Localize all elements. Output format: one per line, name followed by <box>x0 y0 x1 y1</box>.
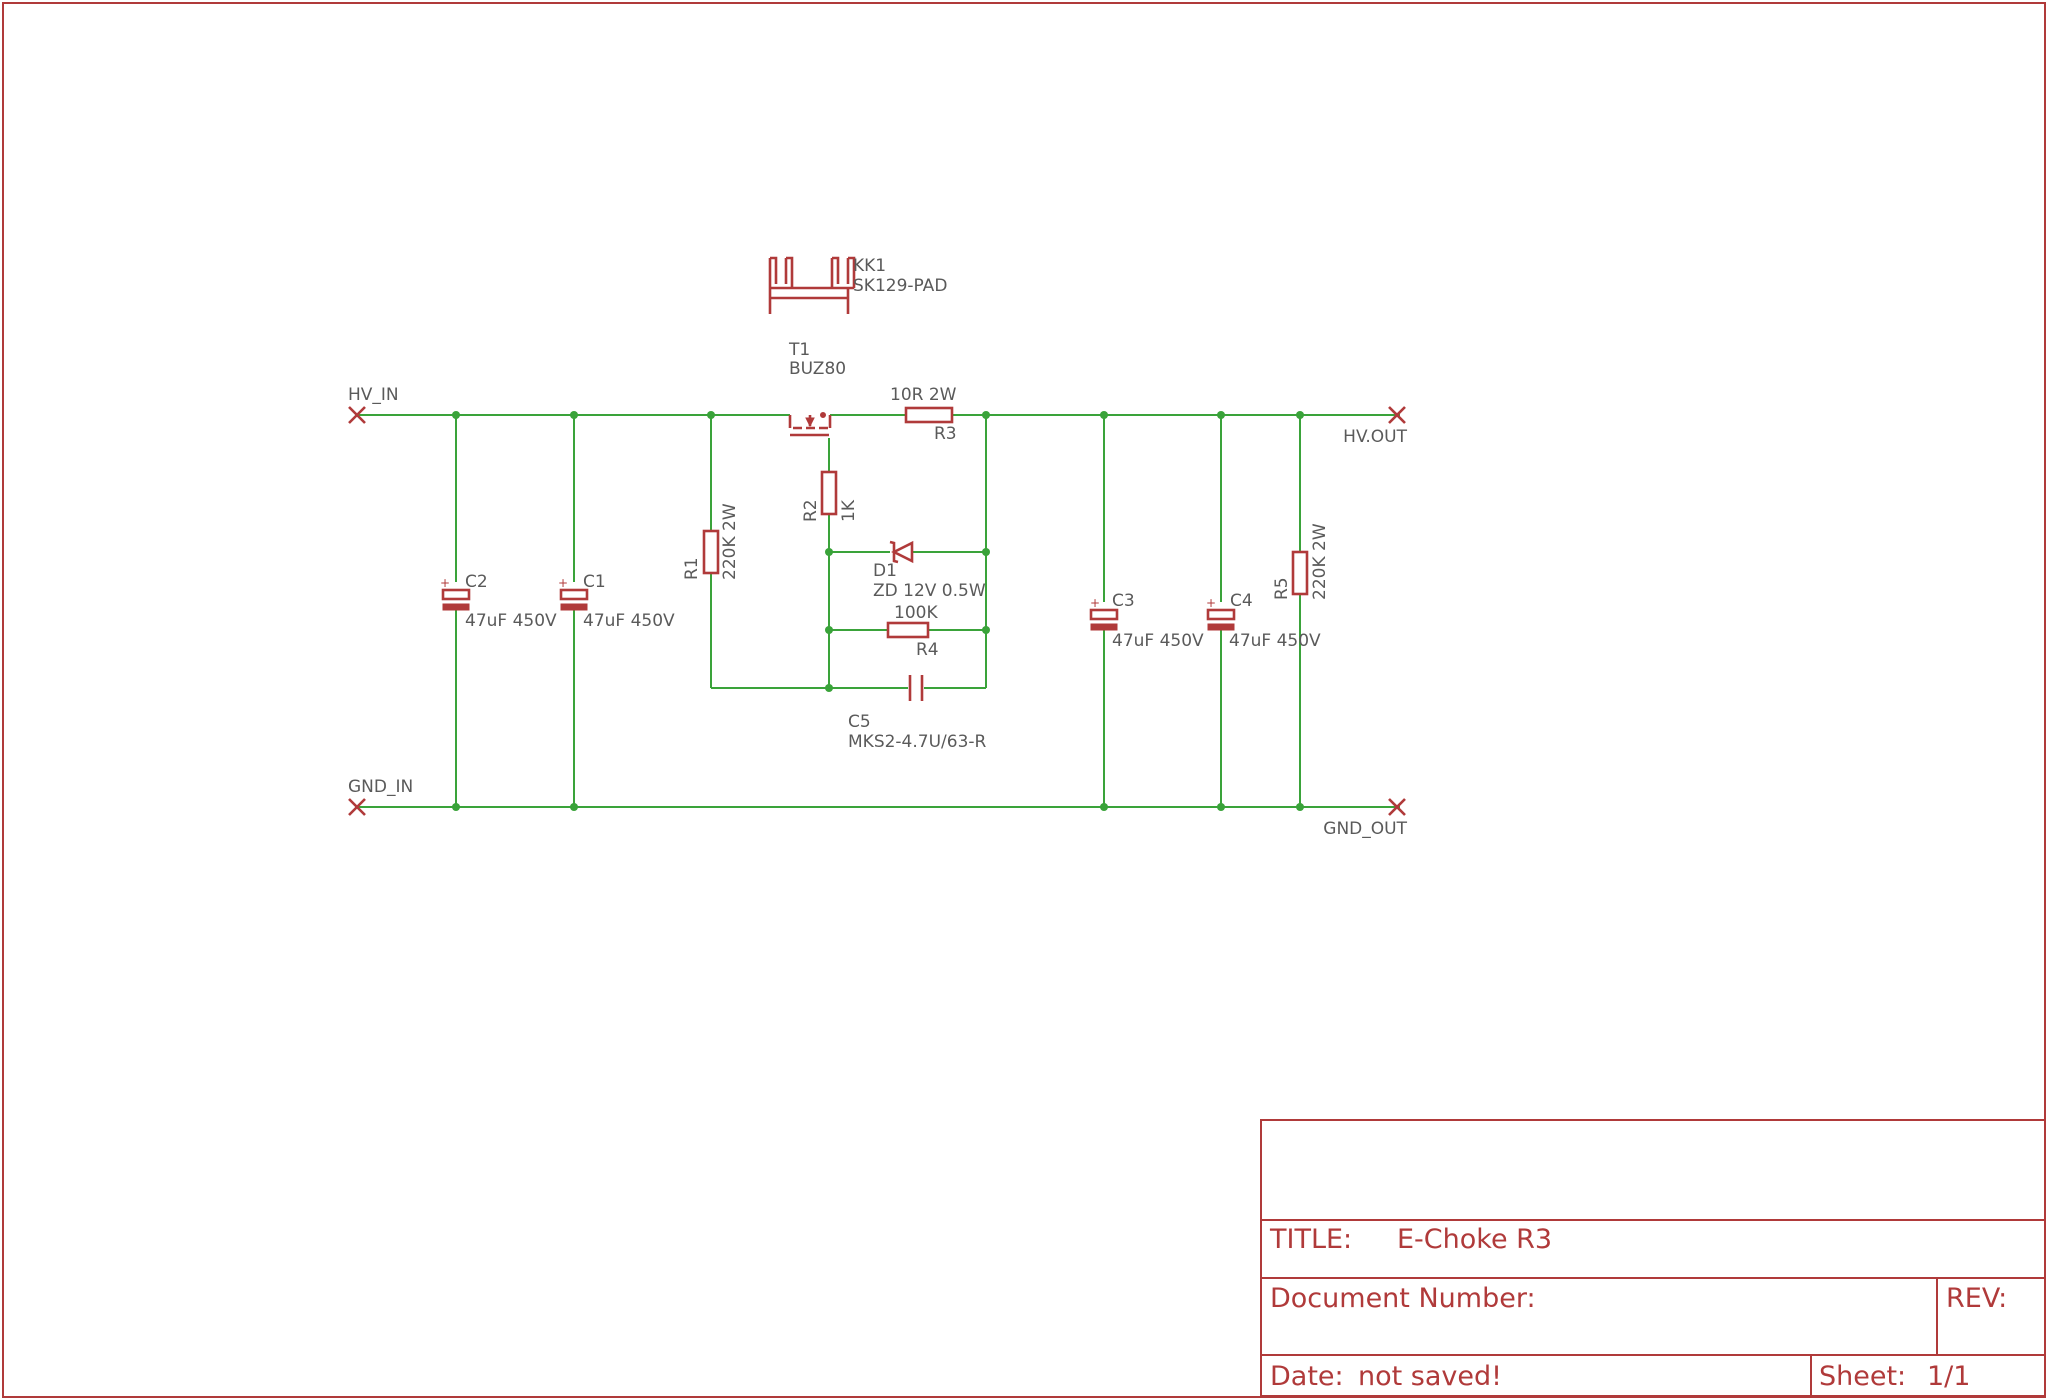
net-gnd-out: GND_OUT <box>1323 798 1408 839</box>
mosfet-t1: T1 BUZ80 <box>788 340 846 437</box>
zener-diode-d1: D1 ZD 12V 0.5W <box>873 540 986 601</box>
c2-polarity: + <box>440 576 450 590</box>
net-label-hv-in: HV_IN <box>348 385 399 405</box>
capacitor-c5: C5 MKS2-4.7U/63-R <box>848 675 987 752</box>
c4-polarity: + <box>1206 596 1216 610</box>
net-hv-in: HV_IN <box>348 385 399 424</box>
net-hv-out: HV.OUT <box>1343 406 1408 447</box>
resistor-r1: R1 220K 2W <box>682 503 740 580</box>
date-label: Date: <box>1270 1361 1344 1392</box>
r2-ref: R2 <box>801 499 821 522</box>
rev-label: REV: <box>1946 1283 2007 1314</box>
r1-ref: R1 <box>682 557 702 580</box>
c3-polarity: + <box>1090 596 1100 610</box>
r3-ref: R3 <box>934 424 957 444</box>
kk1-value: SK129-PAD <box>853 276 947 296</box>
resistor-r5: R5 220K 2W <box>1272 523 1330 600</box>
title-value: E-Choke R3 <box>1397 1224 1552 1255</box>
c1-polarity: + <box>558 576 568 590</box>
document-number-label: Document Number: <box>1270 1283 1536 1314</box>
r3-value: 10R 2W <box>890 385 957 405</box>
date-value: not saved! <box>1358 1361 1502 1392</box>
c2-value: 47uF 450V <box>465 611 557 631</box>
r5-value: 220K 2W <box>1310 523 1330 600</box>
junctions <box>452 411 1304 811</box>
d1-value: ZD 12V 0.5W <box>873 581 986 601</box>
net-label-gnd-out: GND_OUT <box>1323 819 1407 839</box>
t1-ref: T1 <box>788 340 810 360</box>
electrolytic-capacitor-c2: + C2 47uF 450V <box>440 572 557 631</box>
d1-ref: D1 <box>873 561 897 581</box>
wires <box>355 414 1400 808</box>
r4-ref: R4 <box>916 640 939 660</box>
r5-ref: R5 <box>1272 577 1292 600</box>
net-label-gnd-in: GND_IN <box>348 777 413 797</box>
sheet-value: 1/1 <box>1927 1361 1970 1392</box>
net-label-hv-out: HV.OUT <box>1343 427 1407 447</box>
title-block-frame <box>1260 1119 2046 1397</box>
title-block: TITLE: E-Choke R3 Document Number: REV: … <box>1260 1119 2046 1397</box>
c2-ref: C2 <box>465 572 488 592</box>
resistor-r3: 10R 2W R3 <box>890 385 957 444</box>
c1-value: 47uF 450V <box>583 611 675 631</box>
c1-ref: C1 <box>583 572 606 592</box>
net-gnd-in: GND_IN <box>348 777 413 816</box>
title-label: TITLE: <box>1269 1224 1352 1255</box>
r4-value: 100K <box>894 603 938 623</box>
c3-value: 47uF 450V <box>1112 631 1204 651</box>
kk1-ref: KK1 <box>853 256 886 276</box>
c3-ref: C3 <box>1112 591 1135 611</box>
heatsink-kk1: KK1 SK129-PAD <box>768 256 947 314</box>
c4-value: 47uF 450V <box>1229 631 1321 651</box>
electrolytic-capacitor-c1: + C1 47uF 450V <box>558 572 675 631</box>
sheet-label: Sheet: <box>1819 1361 1906 1392</box>
electrolytic-capacitor-c4: + C4 47uF 450V <box>1206 591 1321 651</box>
c4-ref: C4 <box>1230 591 1253 611</box>
c5-value: MKS2-4.7U/63-R <box>848 732 987 752</box>
resistor-r2: R2 1K <box>801 470 859 522</box>
electrolytic-capacitor-c3: + C3 47uF 450V <box>1089 591 1204 651</box>
resistor-r4: 100K R4 <box>886 603 939 660</box>
r1-value: 220K 2W <box>720 503 740 580</box>
r2-value: 1K <box>839 499 859 522</box>
t1-value: BUZ80 <box>789 359 846 379</box>
c5-ref: C5 <box>848 712 871 732</box>
